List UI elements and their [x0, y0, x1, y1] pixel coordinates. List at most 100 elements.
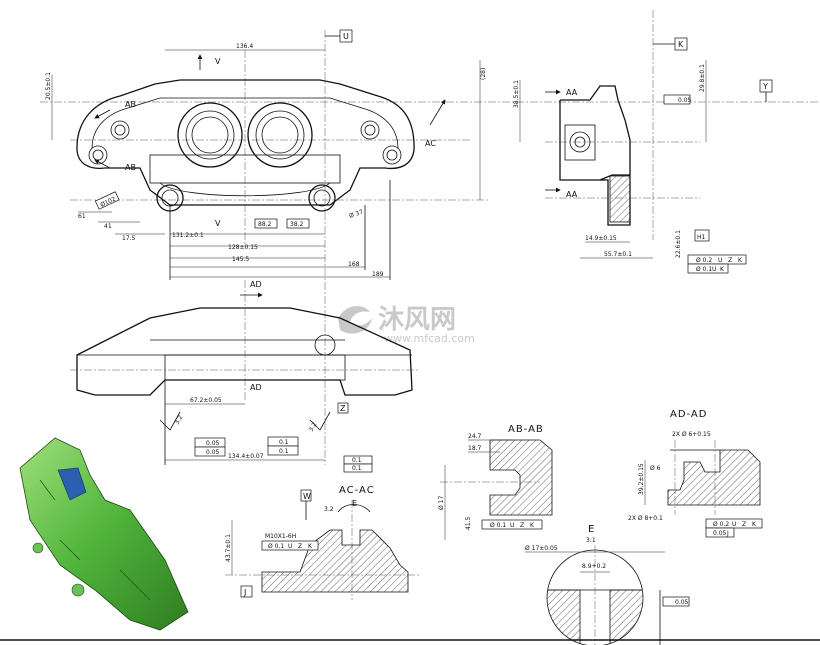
svg-text:Ø 0.2: Ø 0.2: [713, 521, 729, 528]
datum-w: W: [303, 492, 311, 501]
side-view: K Y 38.5±0.1 29.8±0.1 14.9±0.15 55.7±0.1…: [513, 10, 773, 274]
label-aa-top: AA: [566, 88, 578, 97]
dim-88-2: 88.2: [258, 221, 272, 228]
dim-17-5: 17.5: [122, 235, 136, 242]
label-v-top: V: [215, 57, 221, 66]
svg-text:Z: Z: [520, 522, 524, 529]
e-dim-dia-17: Ø 17±0.05: [525, 545, 558, 552]
side-tol-flatness: 0.05: [678, 97, 692, 104]
dim-131-2: 131.2±0.1: [172, 232, 204, 239]
label-ab-bottom: AB: [125, 163, 136, 172]
top-tol-2: 0.05: [206, 449, 220, 456]
e-dim-8-9: 8.9+0.2: [582, 563, 606, 570]
ad-dim-39-2: 39.2±0.15: [638, 463, 645, 495]
svg-text:K: K: [720, 266, 725, 273]
dim-dia-37: Ø 37: [348, 208, 364, 220]
section-ac: AC-AC E W 3.2 M10X1-6H Ø 0.1 U Z K 43.7±…: [225, 485, 420, 600]
ac-thread: M10X1-6H: [265, 533, 296, 540]
detail-e: E 3:1 Ø 17±0.05 8.9+0.2 0.05: [525, 524, 690, 645]
watermark-url: www.mfcad.com: [384, 332, 475, 345]
svg-text:K: K: [530, 522, 535, 529]
dim-55-7: 55.7±0.1: [604, 251, 632, 258]
svg-text:U: U: [510, 522, 514, 529]
label-v-bottom: V: [215, 219, 221, 228]
dim-3-2-right: 3.2: [308, 421, 319, 433]
dim-134-4: 134.4±0.07: [228, 453, 264, 460]
svg-text:Ø 0.1: Ø 0.1: [490, 522, 506, 529]
datum-k: K: [678, 40, 684, 49]
ab-dim-41-5: 41.5: [465, 516, 472, 530]
datum-u: U: [343, 32, 349, 41]
dim-128: 128±0.15: [228, 244, 258, 251]
svg-text:U: U: [288, 543, 292, 550]
label-ad-bottom: AD: [250, 383, 262, 392]
ac-roughness-3-2: 3.2: [324, 506, 334, 513]
dim-38-5: 38.5±0.1: [513, 80, 520, 108]
svg-text:Z: Z: [742, 521, 746, 528]
ab-dim-24-7: 24.7: [468, 433, 482, 440]
dim-3-2-left: 3.2: [174, 414, 185, 426]
svg-text:Ø 0.1: Ø 0.1: [696, 266, 712, 273]
ab-tol-frame: Ø 0.1 U Z K: [481, 519, 543, 530]
ab-dim-dia-17: Ø 17: [438, 496, 445, 510]
detail-e-scale: 3:1: [586, 537, 596, 544]
watermark-logo: 沐风网 www.mfcad.com: [338, 305, 475, 345]
dim-61: 61: [78, 213, 86, 220]
dim-41: 41: [104, 223, 112, 230]
top-tol-5: 0.1: [352, 457, 362, 464]
svg-text:U: U: [718, 257, 722, 264]
ad-dim-2x8: 2X Ø 8+0.1: [628, 515, 663, 522]
top-view: AD AD 67.2±0.05 134.4±0.07 3.2 3.2 Z 0.0…: [70, 280, 420, 473]
ac-tol-frame: Ø 0.1 U Z K: [261, 540, 319, 551]
dim-136-4: 136.4: [236, 43, 253, 50]
dim-189: 189: [372, 271, 384, 278]
dim-29-8: 29.8±0.1: [699, 64, 706, 92]
top-tol-3: 0.1: [279, 439, 289, 446]
ad-tol-frame-2: 0.05 J: [705, 527, 735, 538]
svg-text:Z: Z: [728, 257, 732, 264]
label-ab-top: AB: [125, 100, 136, 109]
front-view: 136.4 20.5±0.1 61 41 17.5 131.2±0.1 128±…: [40, 29, 820, 465]
svg-text:U: U: [712, 266, 716, 273]
top-tol-1: 0.05: [206, 440, 220, 447]
datum-z: Z: [340, 404, 346, 413]
section-ad: AD-AD 2X Ø 6+0.15 Ø 6 39.2±0.15 2X Ø 8+0…: [628, 409, 763, 538]
ad-dim-dia-6: Ø 6: [650, 465, 661, 472]
datum-j: J: [243, 588, 246, 597]
dim-vertical-28: (28): [480, 68, 487, 80]
detail-e-title: E: [588, 524, 595, 535]
top-tol-6: 0.1: [352, 465, 362, 472]
iso-3d-model: [19, 437, 189, 631]
dim-145-5: 145.5: [232, 256, 249, 263]
svg-text:Ø 0.2: Ø 0.2: [696, 257, 712, 264]
e-tol: 0.05: [675, 599, 689, 606]
dim-22-6: 22.6±0.1: [675, 230, 682, 258]
section-ac-title: AC-AC: [339, 485, 375, 496]
label-ac: AC: [425, 139, 436, 148]
svg-text:0.05: 0.05: [713, 530, 727, 537]
top-tol-4: 0.1: [279, 448, 289, 455]
ab-dim-18-7: 18.7: [468, 445, 482, 452]
label-ad-top: AD: [250, 280, 262, 289]
section-ab: AB-AB 24.7 18.7 Ø 17 41.5 Ø 0.1 U Z K: [438, 424, 553, 540]
svg-text:J: J: [726, 530, 729, 537]
dim-38-2: 38.2: [290, 221, 304, 228]
svg-text:Ø 0.1: Ø 0.1: [268, 543, 284, 550]
dim-20-5: 20.5±0.1: [45, 72, 52, 100]
dim-168: 168: [348, 261, 360, 268]
svg-text:U: U: [732, 521, 736, 528]
svg-text:K: K: [738, 257, 743, 264]
ad-tol-frame-1: Ø 0.2 U Z K: [705, 518, 763, 529]
side-tol-frame-2: Ø 0.1 U K: [687, 263, 729, 274]
watermark-brand-cn: 沐风网: [378, 305, 456, 335]
svg-text:K: K: [308, 543, 313, 550]
section-ad-title: AD-AD: [670, 409, 707, 420]
section-ab-title: AB-AB: [508, 424, 544, 435]
datum-h1: H1: [697, 234, 706, 241]
label-e-on-ac: E: [352, 499, 357, 508]
datum-y: Y: [762, 82, 768, 91]
label-aa-bottom: AA: [566, 190, 578, 199]
side-tol-frame-1: Ø 0.2 U Z K: [687, 254, 747, 265]
svg-text:K: K: [752, 521, 757, 528]
dim-14-9: 14.9±0.15: [585, 235, 617, 242]
